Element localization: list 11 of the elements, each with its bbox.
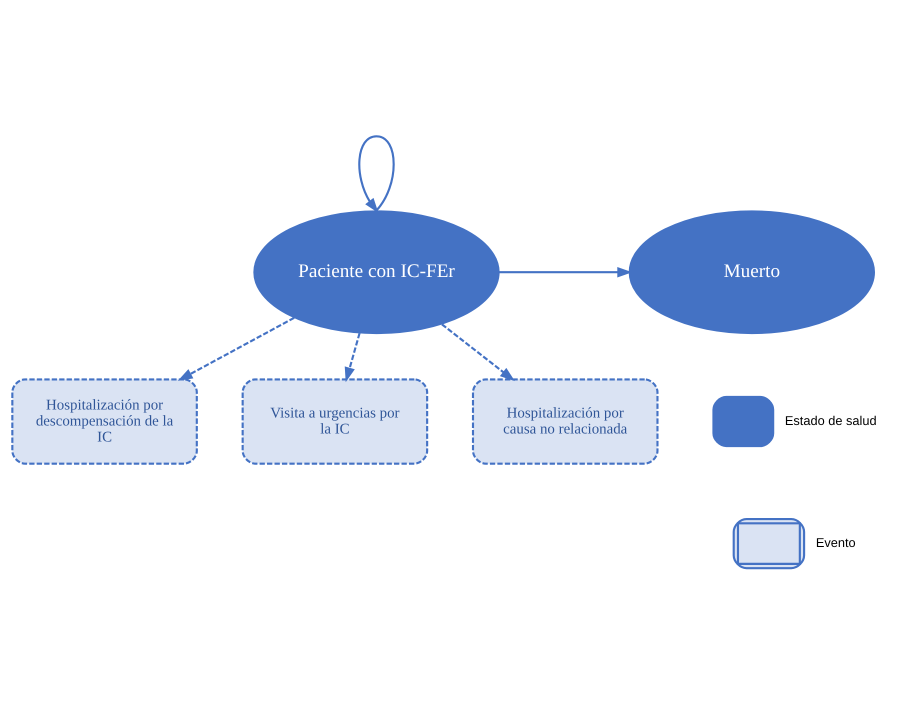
node-ellipse: Muerto [628, 210, 875, 334]
node-ellipse: Paciente con IC-FEr [253, 210, 500, 334]
arrow [441, 324, 515, 382]
node-box: Visita a urgencias por la IC [242, 378, 428, 465]
node-box: Hospitalización por descompensación de la IC [11, 378, 198, 465]
node-box: Hospitalización por causa no relacionada [472, 378, 659, 465]
legend-label: Estado de salud [784, 412, 877, 428]
arrow [358, 135, 395, 213]
legend-label: Evento [816, 534, 856, 550]
arrow [344, 332, 361, 382]
arrow [178, 316, 295, 381]
